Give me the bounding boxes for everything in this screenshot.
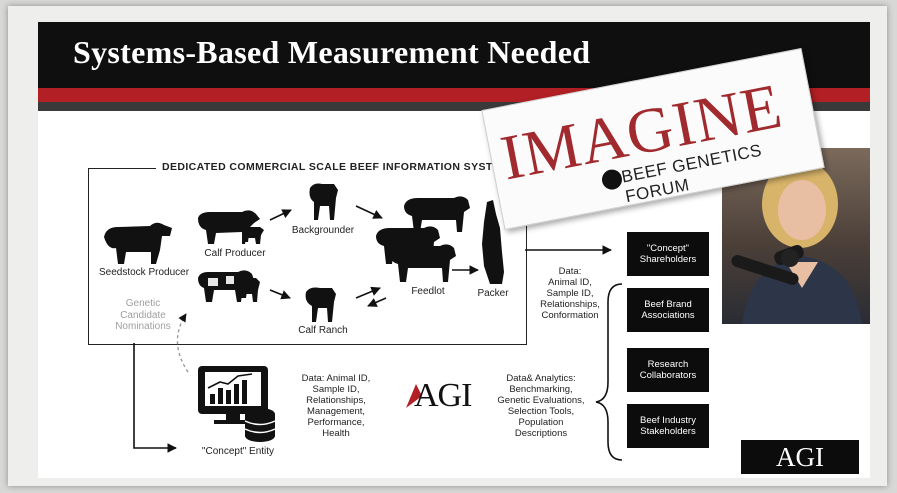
text-line: Selection Tools, [507,405,575,417]
backgrounder-label: Backgrounder [291,225,355,236]
text-line: Health [322,427,350,439]
text-line: Performance, [307,416,365,428]
text-line: Data: [558,266,582,277]
backgrounder-silhouette-icon [309,183,338,220]
text-line: Management, [306,405,366,417]
text-line: Relationships, [306,394,366,406]
text-line: Collaborators [639,370,697,381]
database-icon [244,408,276,442]
information-system-title: DEDICATED COMMERCIAL SCALE BEEF INFORMAT… [156,161,516,173]
text-line: Animal ID, [548,276,592,288]
slide-title: Systems-Based Measurement Needed [73,34,591,70]
packer-label: Packer [477,288,509,299]
calf-silhouette-icon [305,287,336,322]
entity-data-text: Data: Animal ID, Sample ID, Relationship… [288,373,384,440]
text-line: Data& Analytics: [506,373,576,384]
text-line: Beef Industry [640,414,696,426]
feedlot-cattle-icon [376,196,470,282]
calf-producer-label: Calf Producer [204,248,266,259]
text-line: Sample ID, [312,383,360,395]
text-line: Beef Brand [644,298,692,310]
agi-logo-text: AGI [414,377,472,414]
text-line: Conformation [541,309,599,321]
speaker-figure [731,160,862,324]
text-line: Data: Animal ID, [301,373,371,384]
calf-ranch-label: Calf Ranch [298,325,348,336]
text-line: Sample ID, [546,287,594,299]
text-line: Nominations [115,321,171,332]
seedstock-producer-label: Seedstock Producer [98,267,190,278]
concept-entity-label: "Concept" Entity [201,446,275,457]
data-analytics-text: Data& Analytics: Benchmarking, Genetic E… [486,373,596,440]
analytics-computer-icon [198,366,268,424]
text-line: Benchmarking, [509,383,573,395]
text-line: Stakeholders [640,426,696,437]
bull-silhouette-icon [104,222,172,264]
agi-logo-mark [406,384,422,408]
carcass-icon [482,200,504,284]
text-line: Research [647,358,689,370]
feedlot-label: Feedlot [411,286,445,297]
text-line: Candidate [120,309,166,321]
text-line: "Concept" [646,242,690,254]
text-line: Population [518,416,564,428]
header-dark-stripe [38,102,870,111]
text-line: Descriptions [514,427,568,439]
diagram-graphics [104,183,623,461]
text-line: Shareholders [639,254,697,265]
stakeholder-box-shareholders: "Concept"Shareholders [627,232,709,276]
cow-calf-silhouette-icon [198,210,264,244]
text-line: Genetic [125,298,161,309]
genetic-candidate-nominations: Genetic Candidate Nominations [108,298,178,333]
text-line: Relationships, [540,298,600,310]
agi-corner-logo: AGI [741,440,859,474]
speaker-video-feed [722,148,870,324]
text-line: Associations [641,310,695,321]
data-conformation-text: Data: Animal ID, Sample ID, Relationship… [530,266,610,322]
text-line: Genetic Evaluations, [497,394,585,406]
calf-ranch-cows-icon [198,270,260,302]
